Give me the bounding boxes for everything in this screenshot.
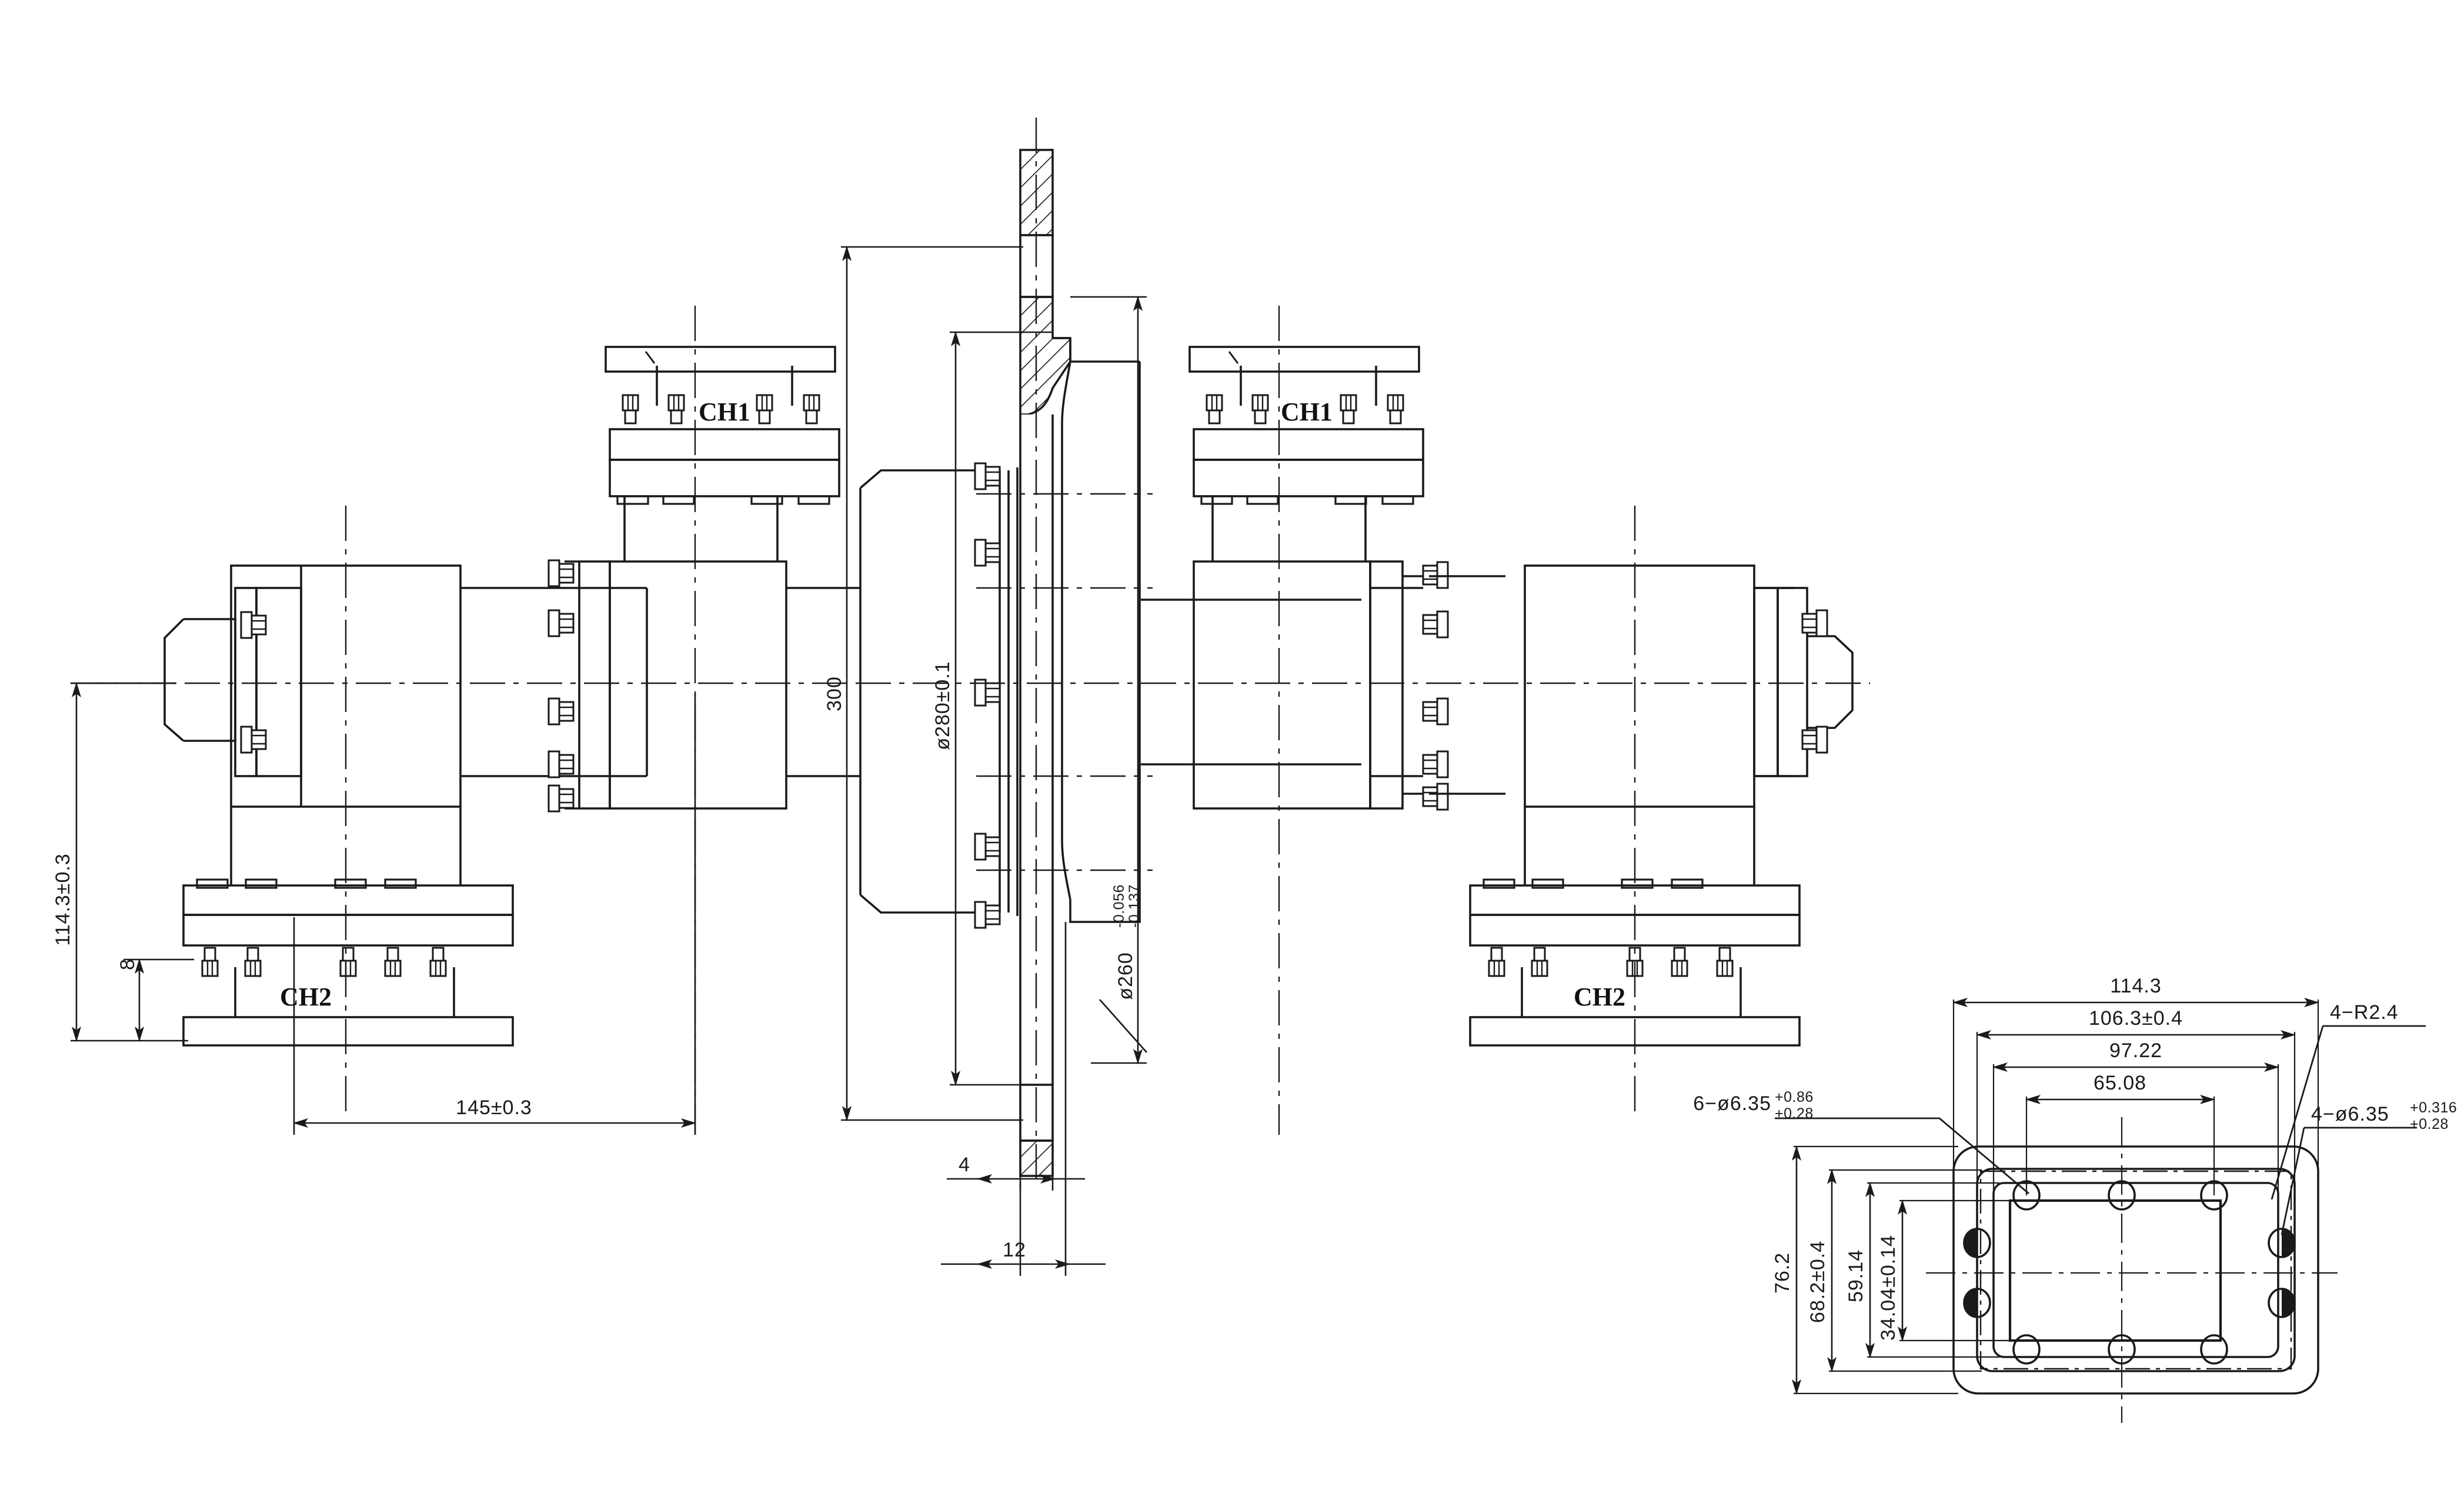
label-ch1-left: CH1	[699, 397, 750, 426]
left-ch2-waveguide-neck	[234, 967, 455, 1017]
detail-hole	[2200, 1334, 2228, 1365]
detail-hole	[2268, 1288, 2296, 1318]
object-lines-group-2	[565, 346, 841, 810]
label-ch1-right: CH1	[1281, 397, 1333, 426]
dim-text-det-106-3: 106.3±0.4	[2089, 1007, 2183, 1030]
left-tee-body	[230, 564, 647, 808]
left-ch1-tee-body	[565, 560, 841, 810]
detail-bolt-circle-rect	[1979, 1170, 2292, 1370]
dim-text-114-3: 114.3±0.3	[52, 853, 74, 945]
detail-hole-top-row	[2012, 1180, 2228, 1211]
right-ch2-flange-bolts	[1488, 947, 1734, 977]
left-ch1-flange	[609, 428, 840, 497]
note-6-hole-text: 6−ø6.35	[1693, 1092, 1771, 1115]
detail-hole	[2012, 1334, 2041, 1365]
left-ch2-flange	[182, 884, 514, 947]
right-ch1-tee-body	[1188, 346, 1429, 810]
right-ch1-bolt-tails	[1200, 495, 1414, 505]
leader-6-hole	[1775, 1117, 2029, 1195]
centerlines-group	[71, 118, 1870, 1182]
detail-waveguide-aperture	[2008, 1199, 2222, 1342]
label-ch2-left: CH2	[280, 982, 332, 1011]
dim-text-300: 300	[823, 676, 846, 711]
leader-4-r2-4	[2271, 1025, 2426, 1200]
dim-text-det-76-2: 76.2	[1771, 1252, 1794, 1294]
dim-text-det-65-08: 65.08	[2094, 1072, 2146, 1094]
left-ch1-tee-side-bolts	[547, 559, 575, 813]
dim-text-d260-group: ø260 -0.056 -0.137	[1111, 884, 1143, 1000]
detail-hole-side-group	[1963, 1228, 2296, 1318]
detail-flange-outline	[1952, 1145, 2319, 1395]
left-ch1-bolt-tails	[616, 495, 830, 505]
note-4-hole-text: 4−ø6.35	[2311, 1103, 2389, 1125]
note-4-hole-group: 4−ø6.35 +0.316 +0.28	[2311, 1099, 2457, 1132]
detail-extension-lines	[1794, 1000, 2319, 1395]
detail-leader-lines	[1775, 1025, 2426, 1235]
dim-text-det-68-2: 68.2±0.4	[1807, 1241, 1829, 1323]
dim-text-d260-tol-lower: -0.137	[1126, 884, 1143, 928]
note-6-hole-group: 6−ø6.35 +0.86 +0.28	[1693, 1089, 1813, 1122]
left-ch2-end-plate	[182, 1016, 514, 1047]
right-ch2-bolt-heads	[1483, 878, 1704, 889]
left-end-flange-bolts	[240, 611, 267, 754]
note-4-hole-tol-lower: +0.28	[2410, 1116, 2449, 1132]
rotary-joint-hub-profile	[1053, 337, 1141, 923]
dim-text-d280: ø280±0.1	[931, 661, 954, 750]
right-link-waveguide	[1429, 575, 1505, 795]
dimension-lines-main	[71, 246, 1147, 1276]
left-ch2-stub	[230, 807, 462, 885]
label-ch2-right: CH2	[1574, 982, 1625, 1011]
note-6-hole-tol-upper: +0.86	[1775, 1089, 1814, 1105]
detail-view-group	[1775, 998, 2426, 1423]
detail-hole	[1963, 1228, 1991, 1258]
dim-text-4: 4	[959, 1154, 970, 1176]
dim-text-det-34-04: 34.04±0.14	[1877, 1235, 1899, 1341]
left-ch2-bolt-heads	[196, 878, 417, 889]
detail-centerlines	[1926, 1117, 2338, 1423]
dim-text-d260: ø260	[1114, 952, 1137, 1000]
left-ch2-flange-bolts	[201, 947, 447, 977]
right-horizontal-waveguide	[1141, 599, 1361, 766]
detail-hole	[2268, 1228, 2296, 1258]
left-ch1-end-plate	[605, 346, 836, 373]
dim-text-det-114-3: 114.3	[2110, 975, 2162, 997]
dim-text-det-59-14: 59.14	[1845, 1249, 1867, 1302]
leader-4-hole	[2281, 1127, 2417, 1235]
detail-hole	[1963, 1288, 1991, 1318]
dim-text-145: 145±0.3	[456, 1097, 532, 1119]
right-ch1-tee-side-bolts	[1422, 561, 1449, 811]
object-lines-group	[163, 564, 647, 1047]
dim-text-12: 12	[1003, 1239, 1026, 1261]
note-6-hole-tol-lower: +0.28	[1775, 1105, 1814, 1122]
detail-dimlines-h	[1952, 998, 2319, 1104]
right-tee-body	[1469, 564, 1854, 1047]
dim-text-8: 8	[116, 958, 139, 970]
note-4-hole-tol-upper: +0.316	[2410, 1099, 2457, 1116]
dim-text-d260-tol-upper: -0.056	[1111, 884, 1127, 928]
plate-tick-marks	[645, 351, 1239, 364]
dim-text-det-97-22: 97.22	[2109, 1040, 2162, 1062]
left-ch1-stub	[623, 497, 779, 561]
rotary-joint-flange-bolts	[974, 462, 1001, 929]
note-4-r2-4: 4−R2.4	[2330, 1001, 2399, 1024]
detail-dimlines-v	[1792, 1145, 1907, 1395]
leader-d260	[1099, 999, 1147, 1053]
